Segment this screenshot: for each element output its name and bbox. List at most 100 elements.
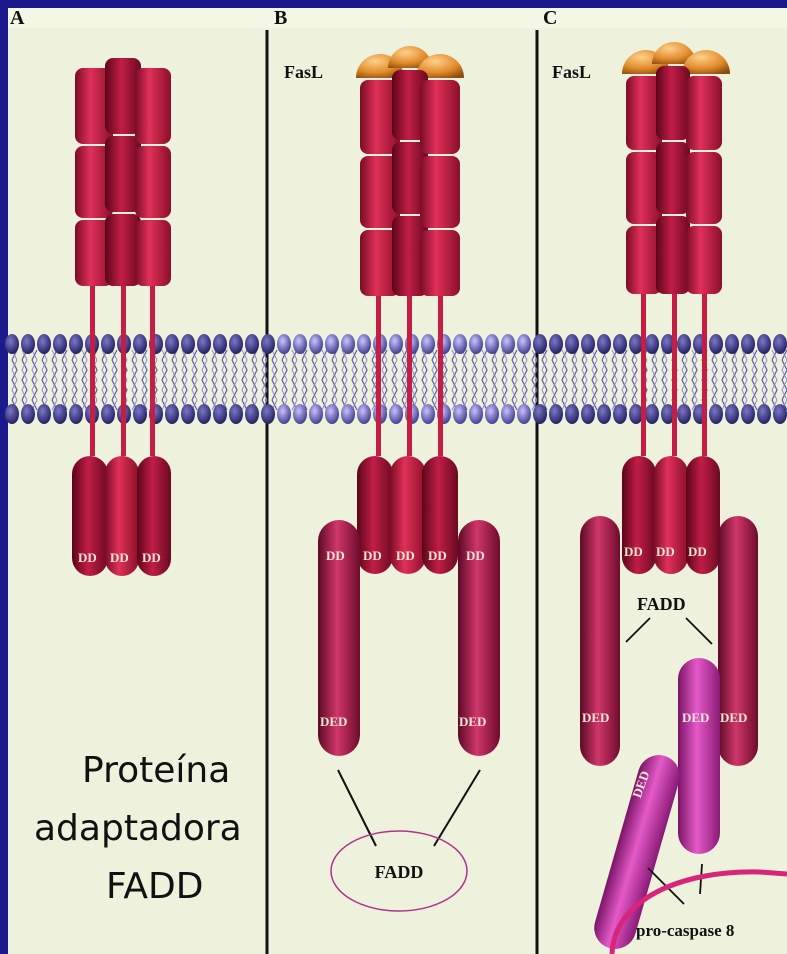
lipid-head (677, 404, 691, 424)
lipid-head (485, 404, 499, 424)
ded-label-c1: DED (582, 710, 609, 725)
lipid-head (501, 404, 515, 424)
lipid-head (69, 404, 83, 424)
dd-label-a3: DD (142, 550, 161, 565)
lipid-head (197, 404, 211, 424)
top-label-strip (8, 8, 787, 28)
caption-line-3: FADD (106, 866, 203, 907)
lipid-head (757, 404, 771, 424)
lipid-head (293, 334, 307, 354)
lipid-head (517, 404, 531, 424)
lipid-head (565, 334, 579, 354)
dd-label-b5: DD (466, 548, 485, 563)
lipid-head (21, 404, 35, 424)
lipid-head (533, 404, 547, 424)
ded-label-b2: DED (459, 714, 486, 729)
lipid-head (277, 404, 291, 424)
lipid-head (549, 404, 563, 424)
lipid-head (645, 404, 659, 424)
panel-c-label: C (543, 7, 557, 29)
lipid-head (341, 334, 355, 354)
panel-a-label: A (10, 7, 25, 29)
dd-label-a2: DD (110, 550, 129, 565)
lipid-head (597, 334, 611, 354)
caption-line-2: adaptadora (34, 808, 242, 849)
lipid-head (181, 334, 195, 354)
lipid-head (453, 334, 467, 354)
ded-label-c3: DED (720, 710, 747, 725)
dd-label-b2: DD (363, 548, 382, 563)
panel-b-label: B (274, 7, 287, 29)
lipid-head (181, 404, 195, 424)
fasl-label-b: FasL (284, 62, 323, 82)
lipid-head (469, 334, 483, 354)
lipid-head (21, 334, 35, 354)
lipid-head (5, 334, 19, 354)
lipid-head (197, 334, 211, 354)
lipid-head (629, 334, 643, 354)
ded-label-c2: DED (682, 710, 709, 725)
lipid-head (517, 334, 531, 354)
lipid-head (677, 334, 691, 354)
lipid-head (245, 404, 259, 424)
lipid-head (261, 334, 275, 354)
lipid-head (421, 404, 435, 424)
lipid-head (581, 404, 595, 424)
lipid-head (725, 334, 739, 354)
lipid-head (613, 334, 627, 354)
lipid-head (709, 334, 723, 354)
lipid-head (741, 334, 755, 354)
lipid-head (213, 404, 227, 424)
lipid-head (37, 404, 51, 424)
lipid-head (37, 334, 51, 354)
lipid-head (485, 334, 499, 354)
lipid-head (741, 404, 755, 424)
lipid-head (325, 404, 339, 424)
lipid-head (309, 404, 323, 424)
lipid-head (133, 404, 147, 424)
ded-label-b1: DED (320, 714, 347, 729)
lipid-head (101, 404, 115, 424)
lipid-head (5, 404, 19, 424)
dd-label-b1: DD (326, 548, 345, 563)
lipid-head (421, 334, 435, 354)
dd-label-b3: DD (396, 548, 415, 563)
lipid-head (213, 334, 227, 354)
dd-label-a1: DD (78, 550, 97, 565)
dd-label-c3: DD (688, 544, 707, 559)
lipid-head (277, 334, 291, 354)
lipid-head (773, 404, 787, 424)
lipid-head (453, 404, 467, 424)
lipid-head (597, 404, 611, 424)
fadd-label-c: FADD (637, 594, 686, 614)
lipid-head (133, 334, 147, 354)
lipid-head (165, 404, 179, 424)
lipid-head (325, 334, 339, 354)
lipid-head (501, 334, 515, 354)
fasl-label-c: FasL (552, 62, 591, 82)
procaspase-8-label: pro-caspase 8 (636, 921, 734, 940)
lipid-head (581, 334, 595, 354)
lipid-head (53, 334, 67, 354)
lipid-head (629, 404, 643, 424)
lipid-head (613, 404, 627, 424)
lipid-head (69, 334, 83, 354)
lipid-head (165, 334, 179, 354)
lipid-head (309, 334, 323, 354)
lipid-head (357, 334, 371, 354)
lipid-head (389, 404, 403, 424)
dd-label-b4: DD (428, 548, 447, 563)
dd-label-c1: DD (624, 544, 643, 559)
lipid-head (229, 334, 243, 354)
lipid-head (533, 334, 547, 354)
lipid-head (469, 404, 483, 424)
lipid-head (773, 334, 787, 354)
lipid-head (53, 404, 67, 424)
lipid-head (757, 334, 771, 354)
lipid-head (645, 334, 659, 354)
dd-label-c2: DD (656, 544, 675, 559)
lipid-head (357, 404, 371, 424)
lipid-head (565, 404, 579, 424)
lipid-head (229, 404, 243, 424)
